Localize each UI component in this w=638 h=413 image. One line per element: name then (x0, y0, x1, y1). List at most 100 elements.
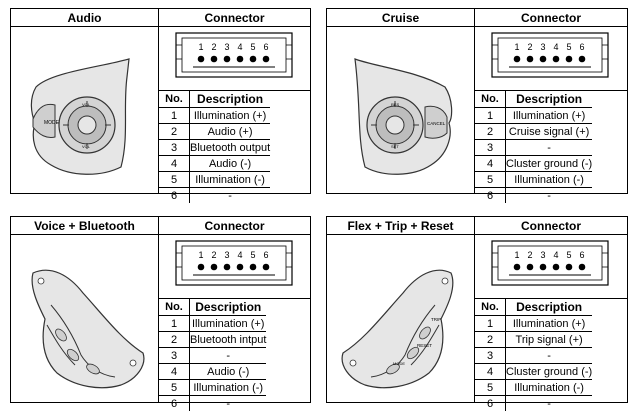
panel-title: Cruise (327, 9, 475, 27)
connector-icon: 1 2 3 4 5 6 (491, 32, 609, 78)
pin-number-6: 6 (579, 42, 584, 52)
col-no-header: No. (475, 299, 506, 316)
connector-icon: 1 2 3 4 5 6 (175, 240, 293, 286)
panel-flex-trip-reset: Flex + Trip + Reset Connector TRIP RESET… (326, 216, 628, 411)
audio-switch-icon: MODE VOL VOL (30, 58, 130, 175)
cancel-label: CANCEL (427, 121, 446, 126)
pin-number-5: 5 (250, 42, 255, 52)
switch-illustration (11, 235, 159, 402)
mode-label: MODE (393, 361, 405, 366)
voice-bluetooth-switch-icon (31, 269, 145, 389)
table-row: 3- (475, 139, 593, 156)
col-no-header: No. (475, 91, 506, 108)
pin-number-3: 3 (540, 250, 545, 260)
switch-illustration: MODE VOL VOL (11, 27, 159, 193)
pin-number-4: 4 (237, 42, 242, 52)
trip-label: TRIP (431, 317, 441, 322)
pin-number-4: 4 (553, 250, 558, 260)
panel-cruise: Cruise Connector CANCEL RES SET 1 2 3 4 … (326, 8, 628, 203)
col-desc-header: Description (189, 299, 267, 316)
connector-diagram: 1 2 3 4 5 6 (159, 235, 310, 299)
col-no-header: No. (159, 299, 190, 316)
switch-illustration: TRIP RESET MODE (327, 235, 475, 402)
pin-number-4: 4 (237, 250, 242, 260)
table-header-row: No. Description (475, 299, 593, 316)
mode-label: MODE (44, 120, 60, 126)
table-header-row: No. Description (159, 91, 271, 108)
connector-diagram: 1 2 3 4 5 6 (159, 27, 310, 91)
pin-number-6: 6 (579, 250, 584, 260)
connector-title: Connector (159, 217, 310, 235)
pin-dots (197, 263, 270, 271)
svg-text:VOL: VOL (82, 102, 91, 107)
pin-number-2: 2 (527, 42, 532, 52)
panel-title: Flex + Trip + Reset (327, 217, 475, 235)
connector-title: Connector (475, 9, 627, 27)
pin-number-1: 1 (198, 42, 203, 52)
pin-number-2: 2 (527, 250, 532, 260)
pin-number-5: 5 (566, 250, 571, 260)
pin-number-5: 5 (250, 250, 255, 260)
table-row: 3- (475, 347, 593, 364)
reset-label: RESET (417, 343, 432, 348)
pin-number-1: 1 (198, 250, 203, 260)
pin-dots (513, 55, 586, 63)
table-row: 3- (159, 347, 267, 364)
panel-title: Voice + Bluetooth (11, 217, 159, 235)
connector-diagram: 1 2 3 4 5 6 (475, 235, 627, 299)
table-header-row: No. Description (159, 299, 267, 316)
pin-number-2: 2 (211, 42, 216, 52)
svg-text:SET: SET (391, 144, 399, 149)
table-row: 6- (475, 187, 592, 203)
connector-diagram: 1 2 3 4 5 6 (475, 27, 627, 91)
panel-audio: Audio Connector MODE VOL VOL 1 2 3 4 5 (10, 8, 311, 203)
pin-number-3: 3 (224, 250, 229, 260)
table-row: 6- (159, 395, 266, 411)
switch-illustration: CANCEL RES SET (327, 27, 475, 193)
pin-number-1: 1 (514, 42, 519, 52)
table-header-row: No. Description (475, 91, 593, 108)
pin-number-5: 5 (566, 42, 571, 52)
connector-title: Connector (475, 217, 627, 235)
flex-trip-reset-switch-icon: TRIP RESET MODE (341, 269, 454, 389)
connector-icon: 1 2 3 4 5 6 (491, 240, 609, 286)
pin-number-3: 3 (224, 42, 229, 52)
table-row: 6- (159, 187, 270, 203)
cruise-switch-icon: CANCEL RES SET (354, 58, 453, 175)
pin-number-2: 2 (211, 250, 216, 260)
connector-icon: 1 2 3 4 5 6 (175, 32, 293, 78)
pin-number-6: 6 (263, 42, 268, 52)
pin-number-4: 4 (553, 42, 558, 52)
svg-text:VOL: VOL (82, 144, 91, 149)
panel-title: Audio (11, 9, 159, 27)
connector-title: Connector (159, 9, 310, 27)
svg-text:RES: RES (391, 102, 400, 107)
pin-dots (513, 263, 586, 271)
col-desc-header: Description (189, 91, 271, 108)
table-row: 6- (475, 395, 592, 411)
panel-voice-bluetooth: Voice + Bluetooth Connector 1 2 3 4 5 6 (10, 216, 311, 411)
col-desc-header: Description (505, 91, 593, 108)
pin-dots (197, 55, 270, 63)
col-no-header: No. (159, 91, 190, 108)
